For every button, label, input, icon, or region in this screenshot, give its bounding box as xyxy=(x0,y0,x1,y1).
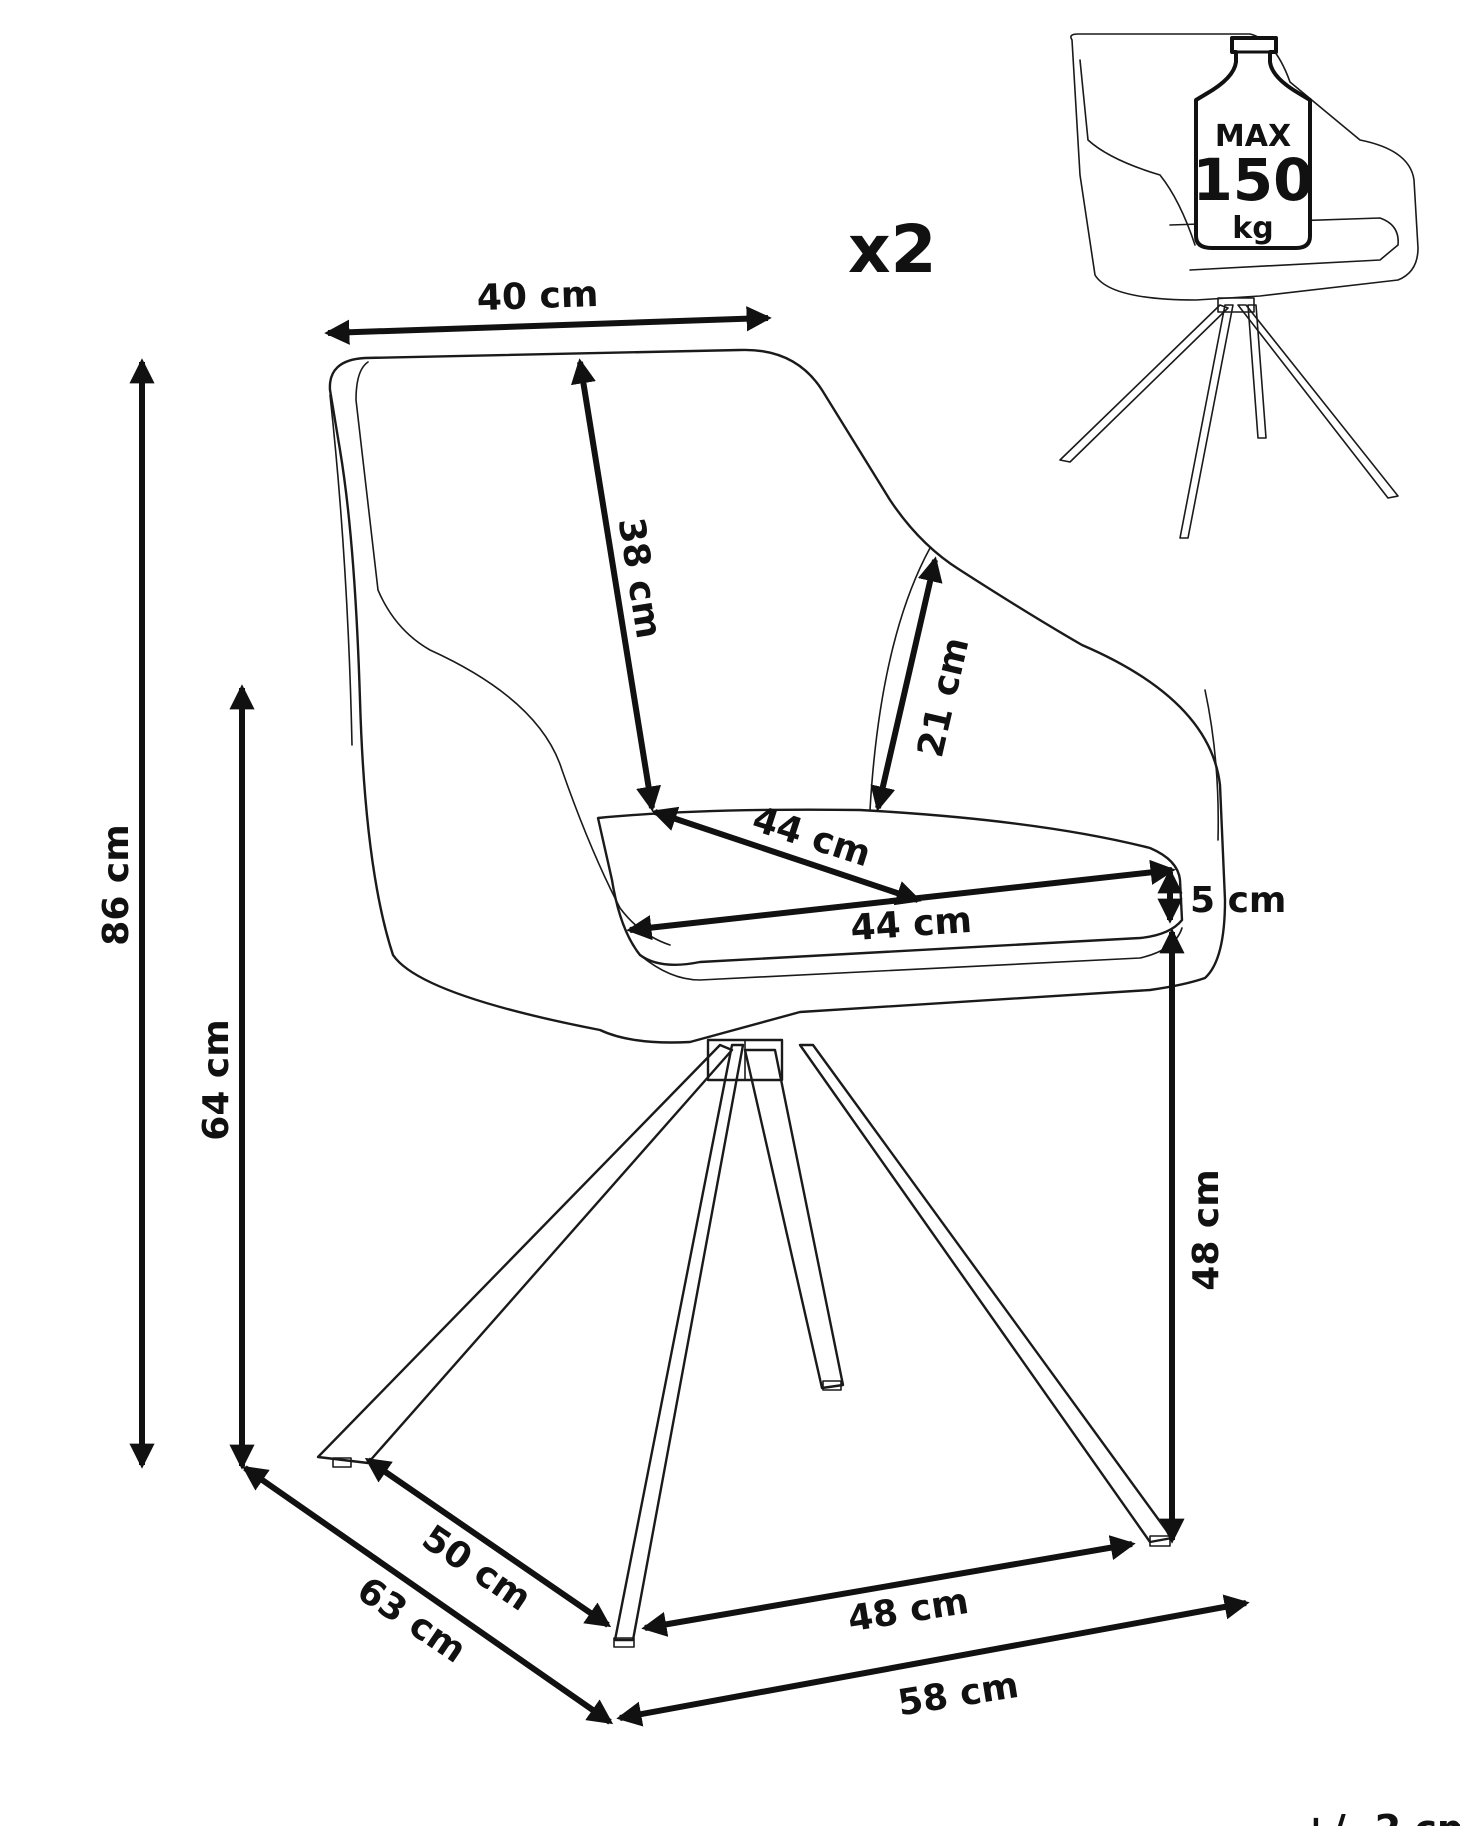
leg-back-center xyxy=(743,1048,845,1390)
chair-shell xyxy=(328,348,1227,1044)
tolerance-note: +/- 2 cm xyxy=(1300,1807,1460,1826)
inset-seat xyxy=(1169,217,1399,271)
weight-jar-outline xyxy=(1194,36,1312,250)
leg-foot xyxy=(822,1380,842,1391)
dim-line-total-width xyxy=(616,1594,1250,1727)
dim-line-back-height xyxy=(570,358,662,812)
dim-line-arm-height xyxy=(870,556,943,812)
leg-back-left xyxy=(316,1043,734,1465)
dim-label-total-width: 58 cm xyxy=(895,1665,1021,1724)
max-label: MAX xyxy=(1215,119,1291,154)
inset-leg xyxy=(1179,304,1234,539)
dim-label-back-height: 38 cm xyxy=(610,515,669,641)
weight-jar: MAX 150 kg xyxy=(1192,36,1314,250)
inset-leg xyxy=(1059,304,1229,463)
dim-label-seat-width: 44 cm xyxy=(849,900,973,949)
max-load-inset: MAX 150 kg xyxy=(1059,33,1419,539)
dim-line-seat-width xyxy=(626,859,1176,941)
inset-leg xyxy=(1237,304,1399,499)
dim-label-arm-top-height: 64 cm xyxy=(196,1019,237,1140)
dimension-labels: 40 cm 38 cm 21 cm 44 cm 44 cm 5 cm 48 cm… xyxy=(96,274,1286,1724)
shell-outline xyxy=(328,348,1227,1044)
max-value: 150 xyxy=(1192,146,1313,214)
dim-label-arm-height: 21 cm xyxy=(910,634,977,762)
dimension-lines xyxy=(129,306,1250,1727)
dim-label-back-width: 40 cm xyxy=(476,274,599,319)
backrest-inner-edge xyxy=(355,361,671,946)
max-unit: kg xyxy=(1232,211,1273,246)
dim-line-total-depth xyxy=(241,1465,614,1725)
leg-front-right xyxy=(798,1043,1174,1544)
quantity-label: x2 xyxy=(848,211,937,288)
dim-label-total-height: 86 cm xyxy=(96,824,137,945)
dim-label-seat-thickness: 5 cm xyxy=(1190,880,1286,921)
inset-leg xyxy=(1247,304,1267,439)
inset-chair-shell xyxy=(1070,33,1419,301)
dim-label-seat-height: 48 cm xyxy=(1186,1169,1227,1290)
dim-line-back-width xyxy=(324,306,772,345)
chair-drawing xyxy=(316,348,1227,1648)
armrest-inner-edge xyxy=(869,547,931,811)
